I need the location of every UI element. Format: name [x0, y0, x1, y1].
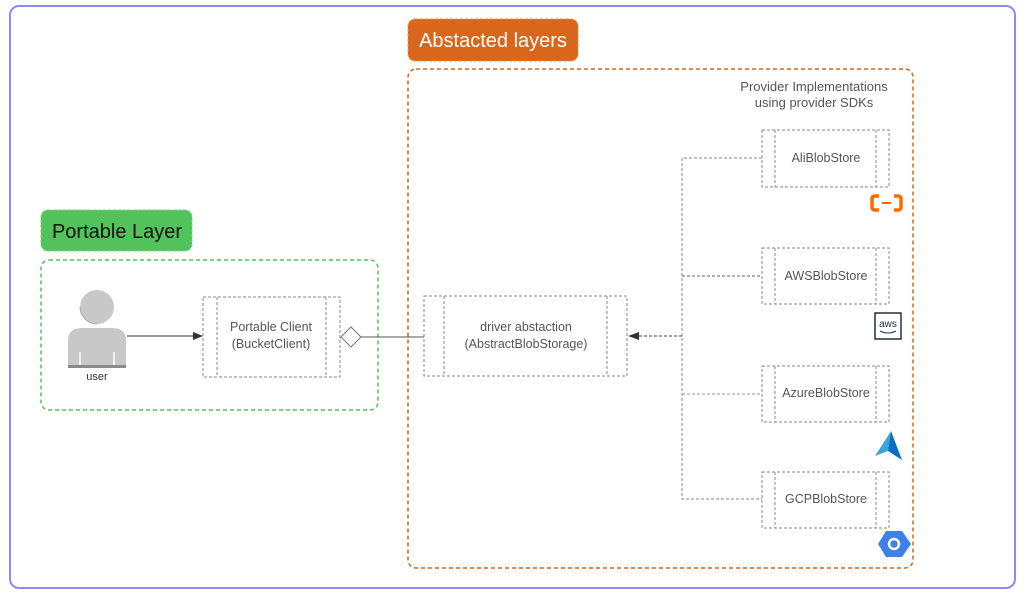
- aws-icon: aws: [874, 312, 902, 340]
- user-icon: [68, 290, 126, 368]
- abstracted-title-text: Abstacted layers: [419, 30, 567, 52]
- aws-label: AWSBlobStore: [785, 269, 868, 283]
- user-label: user: [86, 371, 108, 383]
- alibaba-cloud-icon: [870, 194, 903, 212]
- portable-client-line1: Portable Client: [230, 320, 313, 334]
- portable-title-box: [40, 209, 193, 252]
- provider-azure-node[interactable]: AzureBlobStore: [761, 365, 890, 423]
- portable-client-box: [202, 296, 341, 378]
- svg-text:aws: aws: [879, 319, 897, 330]
- abstracted-layers-group[interactable]: [407, 68, 914, 569]
- driver-line1: driver abstaction: [480, 320, 572, 334]
- google-cloud-icon: [878, 531, 911, 557]
- azure-label: AzureBlobStore: [782, 386, 870, 400]
- driver-line2: (AbstractBlobStorage): [465, 337, 588, 351]
- abstracted-layers-title[interactable]: Abstacted layers: [407, 18, 579, 62]
- portable-client-node[interactable]: Portable Client (BucketClient): [202, 296, 341, 378]
- gcp-label: GCPBlobStore: [785, 492, 867, 506]
- aggregation-diamond-icon: [340, 326, 362, 348]
- gcp-box: [761, 471, 890, 529]
- provider-aws-node[interactable]: AWSBlobStore: [761, 247, 890, 305]
- ali-box: [761, 129, 890, 188]
- aws-box: [761, 247, 890, 305]
- ali-label: AliBlobStore: [792, 151, 861, 165]
- driver-abstraction-node[interactable]: driver abstaction (AbstractBlobStorage): [423, 295, 628, 377]
- arrowhead-to-driver: [628, 332, 639, 340]
- portable-layer-group[interactable]: [40, 259, 379, 411]
- connector-ali-gcp: [681, 157, 762, 500]
- provider-ali-node[interactable]: AliBlobStore: [761, 129, 890, 188]
- provider-connectors: [628, 157, 762, 500]
- provider-gcp-node[interactable]: GCPBlobStore: [761, 471, 890, 529]
- portable-client-line2: (BucketClient): [232, 337, 311, 351]
- abstracted-title-box: [407, 18, 579, 62]
- provider-note-line2: using provider SDKs: [755, 95, 874, 110]
- azure-box: [761, 365, 890, 423]
- azure-icon: [875, 431, 902, 460]
- canvas-frame: [9, 5, 1016, 589]
- portable-layer-title[interactable]: Portable Layer: [40, 209, 193, 252]
- arrowhead-user-to-client: [193, 332, 203, 340]
- user-node[interactable]: user: [68, 290, 126, 383]
- provider-note-line1: Provider Implementations: [740, 79, 888, 94]
- portable-title-text: Portable Layer: [52, 221, 182, 243]
- driver-box: [423, 295, 628, 377]
